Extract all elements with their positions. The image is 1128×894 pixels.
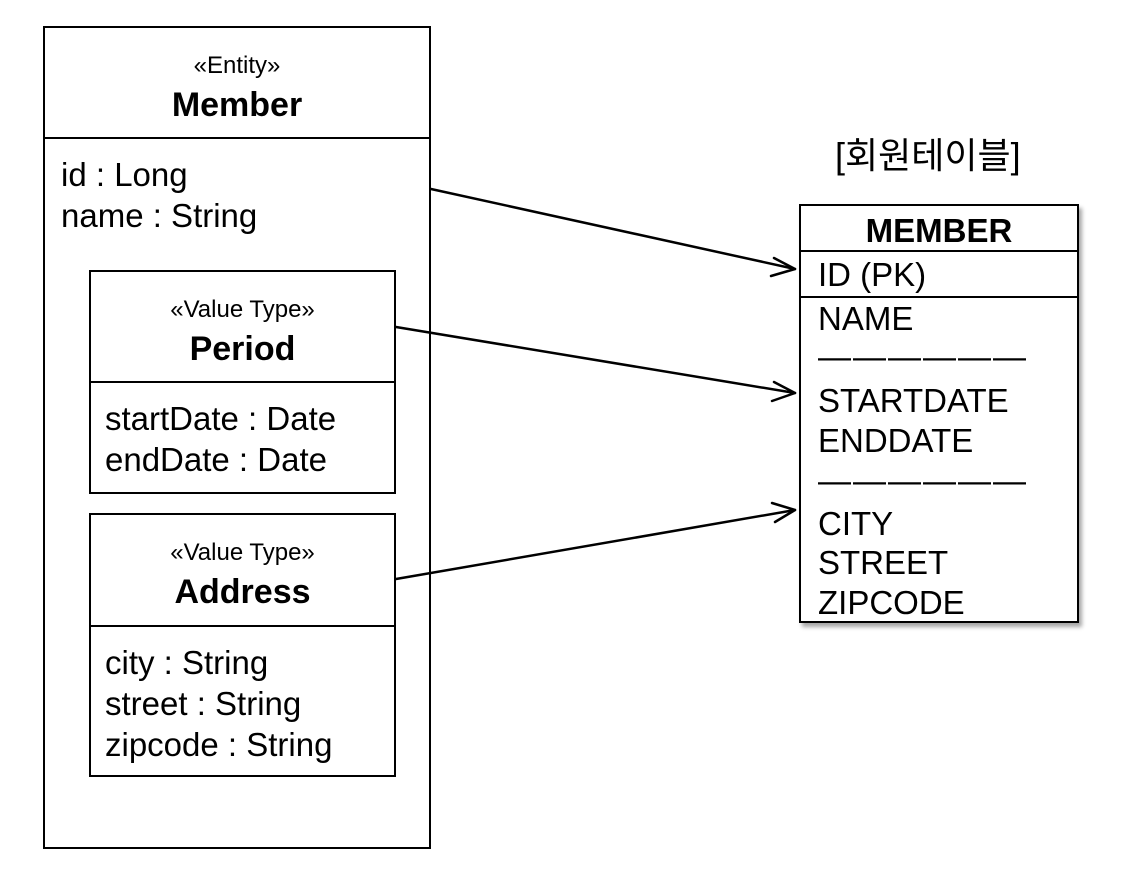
table-column-name: NAME [818,300,914,337]
address-attr-city: city : String [105,644,269,681]
period-header-divider [91,381,394,383]
member-class-name: Member [171,86,303,124]
member-attr-id: id : Long [61,156,188,193]
address-header-divider [91,625,394,627]
table-header-divider [801,250,1077,252]
table-column-separator: —————— [818,338,1028,375]
arrow-address-to-table [394,501,797,581]
arrow-period-to-table [394,325,797,403]
address-attr-street: street : String [105,685,302,722]
table-pk-divider [801,296,1077,298]
period-class-name: Period [189,330,296,368]
member-attr-name: name : String [61,197,258,234]
address-class-name: Address [174,573,311,611]
table-column-street: STREET [818,544,949,581]
address-attr-zipcode: zipcode : String [105,726,333,763]
arrow-member-to-table [429,187,797,278]
address-stereotype: «Value Type» [170,539,315,566]
table-column-zipcode: ZIPCODE [818,584,965,621]
table-caption: [회원테이블] [835,135,1021,176]
period-stereotype: «Value Type» [170,296,315,323]
member-header-divider [45,137,429,139]
period-value-type-box: «Value Type» Period startDate : Date end… [89,270,396,494]
table-pk-column: ID (PK) [818,256,927,293]
member-stereotype: «Entity» [193,52,281,79]
table-column-startdate: STARTDATE [818,382,1009,419]
table-column-separator: —————— [818,462,1028,499]
period-attr-startdate: startDate : Date [105,400,337,437]
member-table-box: MEMBER ID (PK) NAME —————— STARTDATE END… [799,204,1079,623]
period-attr-enddate: endDate : Date [105,441,327,478]
table-name: MEMBER [865,212,1013,249]
table-column-enddate: ENDDATE [818,422,974,459]
address-value-type-box: «Value Type» Address city : String stree… [89,513,396,777]
table-column-city: CITY [818,505,894,542]
